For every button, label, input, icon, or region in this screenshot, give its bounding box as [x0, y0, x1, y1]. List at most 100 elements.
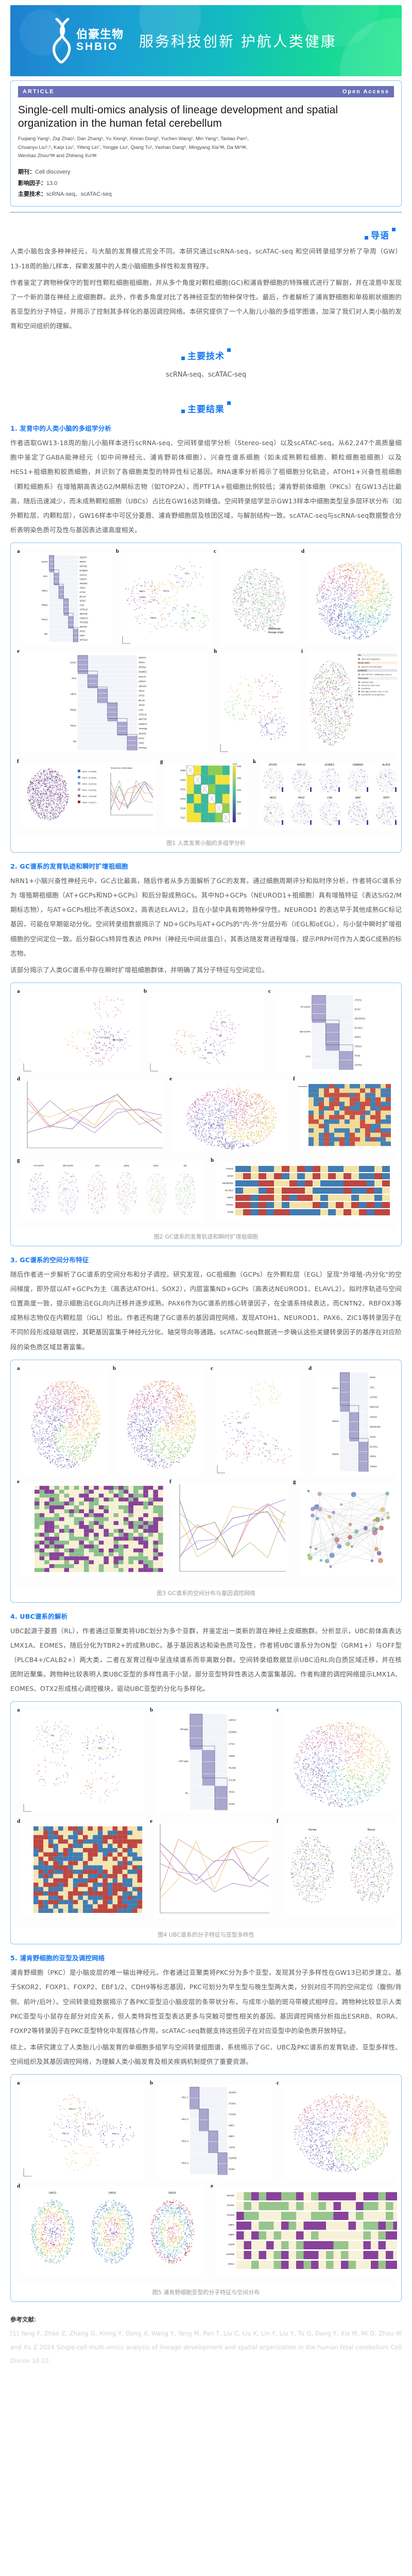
svg-text:PKCs: PKCs	[71, 724, 77, 727]
svg-text:NDST3: NDST3	[80, 556, 88, 559]
svg-text:GCs: GCs	[43, 575, 48, 578]
banner-decor-blob-3	[20, 9, 66, 56]
svg-text:PAX2: PAX2	[139, 737, 144, 740]
svg-text:SKOR2: SKOR2	[139, 732, 146, 735]
svg-text:BCAN: BCAN	[139, 699, 145, 702]
svg-text:Microglia (unclear cover or no: Microglia (unclear cover or not)	[361, 691, 388, 693]
svg-text:LBX1: LBX1	[139, 742, 144, 744]
article-type-bar: ARTICLE Open Access	[18, 86, 394, 97]
svg-text:SMAD3: SMAD3	[139, 685, 146, 687]
svg-text:TFAP2B: TFAP2B	[80, 621, 88, 624]
subsection-title-3: 3. GC谱系的空间分布特征	[10, 1255, 402, 1264]
svg-text:MAF+ATOH7+ GABAergic neurons: MAF+ATOH7+ GABAergic neurons	[361, 674, 391, 676]
svg-text:KRT222: KRT222	[80, 638, 88, 641]
section-heading-intro: 导语	[10, 228, 402, 241]
figure-4-caption: 图4 UBC谱系的分子特征与亚型多样性	[15, 1927, 397, 1940]
section-heading-results-label: 主要结果	[187, 404, 225, 415]
svg-text:HES1: HES1	[80, 587, 86, 589]
svg-text:HS6ST3: HS6ST3	[139, 723, 147, 725]
svg-text:INs: INs	[44, 633, 48, 635]
svg-text:SOX2: SOX2	[139, 704, 145, 706]
svg-text:EOMES: EOMES	[80, 569, 88, 572]
author-line-3: Wenhao Zhou⁹✉ and Zhiheng Xu¹✉	[18, 152, 394, 161]
svg-text:PKCs: PKCs	[163, 589, 169, 592]
heading-square-left-icon	[365, 236, 368, 240]
svg-text:LMX1A: LMX1A	[80, 578, 87, 581]
svg-text:GCs: GCs	[72, 677, 77, 680]
svg-text:NDST3: NDST3	[139, 656, 146, 659]
svg-text:CA8: CA8	[80, 604, 84, 606]
figure-5-caption: 图5 浦肯野细胞亚型的分子特征与空间分布	[15, 2285, 397, 2297]
article-meta: 期刊：Cell discovery 影响因子：13.0 主要技术：scRNA-s…	[18, 167, 394, 200]
divider-under-article-card	[10, 212, 402, 213]
svg-text:ATP1A2: ATP1A2	[79, 608, 88, 611]
subsection-title-5: 5. 浦肯野细胞的亚型及调控网络	[10, 1953, 402, 1962]
svg-text:SMAD3: SMAD3	[80, 582, 88, 585]
page-title: Single-cell multi-omics analysis of line…	[18, 104, 394, 130]
author-line-1: Fuqiang Yang¹, Ziqi Zhao¹, Dan Zhang¹, Y…	[18, 135, 394, 144]
svg-text:GCPs: GCPs	[42, 561, 48, 563]
svg-text:HES1: HES1	[139, 690, 145, 692]
svg-text:Endothelia: Endothelia	[361, 688, 371, 690]
svg-text:OTX2: OTX2	[80, 591, 86, 594]
svg-text:UBCs: UBCs	[139, 590, 145, 592]
svg-text:TFAP2B: TFAP2B	[139, 727, 147, 730]
references-title: 参考文献:	[10, 2315, 402, 2324]
heading-square-right-icon	[227, 348, 231, 352]
svg-text:LMX1A: LMX1A	[139, 680, 146, 683]
open-access-label: Open Access	[342, 89, 389, 95]
subsection-5-paragraph-1: 浦肯野细胞（PKC）是小脑皮层的唯一输出神经元。作者通过亚聚类将PKC分为多个亚…	[10, 1965, 402, 2038]
result-block-5: 5. 浦肯野细胞的亚型及调控网络 浦肯野细胞（PKC）是小脑皮层的唯一输出神经元…	[10, 1953, 402, 2069]
svg-text:Brain stem: Brain stem	[358, 662, 370, 665]
subsection-title-2: 2. GC谱系的发育轨迹和瞬时扩增祖细胞	[10, 861, 402, 871]
svg-text:HS6ST3: HS6ST3	[80, 617, 89, 619]
svg-text:CA8: CA8	[139, 708, 143, 711]
svg-text:GCs: GCs	[185, 572, 190, 575]
tech-value-wrap: scRNA-seq、scATAC-seq	[10, 369, 402, 379]
author-list: Fuqiang Yang¹, Ziqi Zhao¹, Dan Zhang¹, Y…	[18, 135, 394, 161]
svg-text:PKCs: PKCs	[42, 618, 48, 621]
heading-square-right-icon	[392, 228, 396, 232]
subsection-2-paragraph-2: 该部分揭示了人类GC谱系中存在瞬时扩增祖细胞群体，并明确了其分子特征与空间定位。	[10, 963, 402, 977]
figure-1-caption: 图1 人类发育小脑的多组学分析	[15, 836, 397, 848]
reference-item-1: [1] Yang F, Zhao Z, Zhang D, Xiong Y, Do…	[10, 2327, 402, 2367]
heading-square-right-icon	[227, 401, 231, 405]
svg-text:UBCs: UBCs	[42, 589, 48, 592]
svg-text:NHLH1: NHLH1	[139, 675, 146, 678]
svg-text:GCPs: GCPs	[70, 661, 77, 664]
svg-text:lineage origin: lineage origin	[268, 631, 284, 634]
figure-3-caption: 图3 GC谱系的空间分布与基因调控网络	[15, 1586, 397, 1598]
meta-value-tech: scRNA-seq、scATAC-seq	[46, 191, 112, 197]
heading-square-left-icon	[181, 410, 185, 414]
article-header-card: ARTICLE Open Access Single-cell multi-om…	[10, 80, 402, 207]
section-heading-intro-label: 导语	[371, 231, 389, 241]
meta-label-impact: 影响因子：	[18, 180, 46, 187]
meta-label-tech: 主要技术：	[18, 191, 46, 197]
subsection-title-4: 4. UBC谱系的解析	[10, 1611, 402, 1621]
svg-text:PAX2: PAX2	[80, 630, 85, 633]
intro-paragraph-2: 作者鉴定了跨物种保守的暂时性颗粒细胞祖细胞，并从多个角度对颗粒细胞(GC)和浦肯…	[10, 276, 402, 334]
svg-text:Erythroid cells: Erythroid cells	[361, 682, 373, 684]
section-heading-tech-label: 主要技术	[187, 351, 225, 362]
result-block-3: 3. GC谱系的空间分布特征 随后作者进一步解析了GC谱系的空间分布和分子调控。…	[10, 1255, 402, 1354]
svg-text:Ependymal cell progenitors: Ependymal cell progenitors	[361, 694, 385, 696]
intro-paragraph-1: 人类小脑包含多种神经元，与大脑的发育模式完全不同。本研究通过scRNA-seq，…	[10, 244, 402, 273]
svg-text:preBotC: preBotC	[358, 669, 367, 672]
svg-text:UBCs: UBCs	[71, 693, 77, 696]
banner-slogan: 服务科技创新 护航人类健康	[139, 30, 337, 51]
svg-text:BCAN: BCAN	[80, 595, 87, 598]
tech-value: scRNA-seq、scATAC-seq	[166, 371, 246, 379]
result-block-1: 1. 发育中的人类小脑的多组学分析 作者选取GW13-18周的胎儿小脑样本进行s…	[10, 423, 402, 537]
author-line-2: Chuanyu Liu⁵,⁶, Kaiyi Liu⁷, Yifeng Lin⁷,…	[18, 144, 394, 152]
logo-text-en: SHBIO	[76, 41, 124, 53]
subsection-title-1: 1. 发育中的人类小脑的多组学分析	[10, 423, 402, 433]
meta-value-impact: 13.0	[46, 180, 57, 187]
svg-text:Red blood cells cover: Red blood cells cover	[361, 685, 380, 687]
meta-row-tech: 主要技术：scRNA-seq、scATAC-seq	[18, 189, 394, 200]
